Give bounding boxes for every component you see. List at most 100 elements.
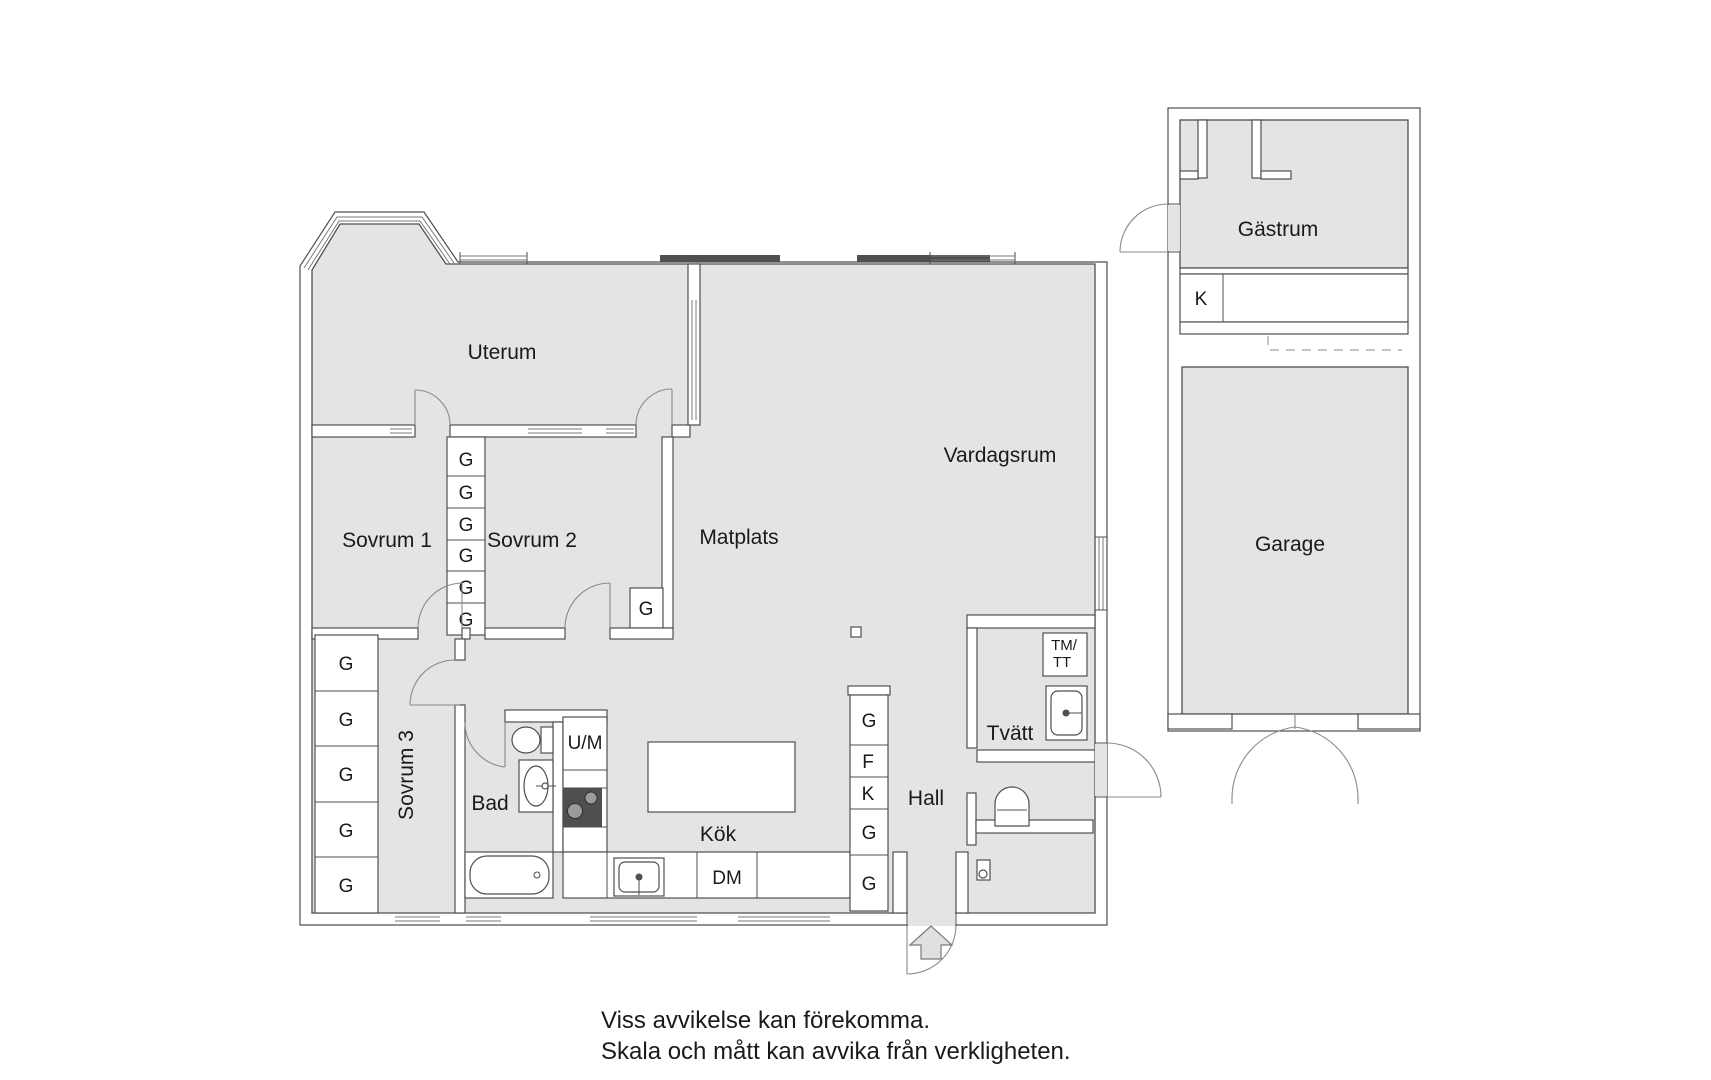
freezer-label: F [862, 752, 874, 773]
fridge-label: K [862, 784, 875, 805]
wardrobe-label: G [639, 599, 654, 620]
roof-strip-left [660, 255, 780, 262]
wardrobe-label: G [339, 821, 354, 842]
tvatt-top-wall [966, 614, 1096, 629]
garage-bottom-wall-right [1357, 713, 1421, 730]
washer-label-line1: TM/ [1051, 637, 1078, 654]
tvatt-wc-wall [976, 749, 1096, 763]
door-arc-sovrum1 [417, 582, 463, 629]
tvatt-left-wall [966, 627, 978, 749]
window-vardagsrum-east [1095, 536, 1107, 611]
room-label-sovrum2: Sovrum 2 [487, 529, 577, 552]
main-house: G G G G G G G [299, 211, 1162, 975]
window-sovrum2-top-1 [528, 428, 582, 434]
door-arc-side-entrance [1095, 742, 1162, 798]
main-house-floor [311, 223, 1096, 914]
door-arc-main-entrance [906, 924, 957, 975]
bay-window-symbol [303, 216, 455, 271]
entrance-arrow-icon [908, 925, 954, 960]
disclaimer-line1: Viss avvikelse kan förekomma. [601, 1007, 930, 1034]
room-label-tvatt: Tvätt [987, 722, 1034, 745]
toilet-icon-wc [994, 786, 1030, 827]
oven-micro-label: U/M [568, 733, 603, 754]
structural-post [850, 626, 862, 638]
room-label-hall: Hall [908, 787, 944, 810]
uterum-south-wall [311, 424, 691, 438]
room-label-kok: Kök [700, 823, 737, 846]
wardrobe-label: G [459, 578, 474, 599]
annex-building: K Gästrum Garage [1119, 107, 1421, 804]
annex-closet-strip: K [1179, 267, 1409, 323]
washer-label-line2: TT [1053, 654, 1071, 671]
door-arc-uterum-sovrum1 [414, 389, 451, 426]
room-label-bad: Bad [471, 792, 508, 815]
washer-dryer-box: TM/ TT [1042, 632, 1088, 677]
sovrum2-matplats-wall [661, 436, 674, 629]
hall-cabinet-column: G F K G G [847, 685, 891, 912]
wardrobe-label: G [339, 710, 354, 731]
bathtub-icon [464, 851, 554, 899]
window-bottom-bad [466, 916, 501, 922]
room-label-vardagsrum: Vardagsrum [944, 444, 1057, 467]
toilet-icon-bad [511, 726, 554, 754]
bad-um-wall [552, 721, 564, 853]
sink-icon-bad [518, 759, 556, 813]
wardrobe-label: G [459, 546, 474, 567]
wardrobe-label: G [459, 515, 474, 536]
window-sovrum2-top-2 [606, 428, 634, 434]
wardrobe-label: G [459, 450, 474, 471]
door-arc-uterum-matplats [635, 388, 673, 426]
wardrobe-label: G [862, 711, 877, 732]
window-top-uterum [459, 252, 528, 264]
wardrobe-label: G [339, 654, 354, 675]
window-bottom-sovrum3 [395, 916, 440, 922]
disclaimer: Viss avvikelse kan förekomma. Skala och … [601, 1007, 1071, 1065]
garage-top-wall [1179, 321, 1409, 335]
room-label-matplats: Matplats [699, 526, 778, 549]
wardrobe-label: G [862, 874, 877, 895]
wc-left-wall [966, 792, 977, 846]
sovrum2-south-wall [484, 627, 674, 640]
window-sovrum1-top [390, 428, 412, 434]
roof-strip-right [857, 255, 990, 262]
wc-room [966, 786, 1094, 881]
stove-icon [563, 788, 602, 827]
kitchen-island [647, 741, 796, 813]
gastrum-wall-stubs [1179, 119, 1292, 180]
entrance [892, 851, 969, 975]
wardrobe-column-west: G G G G G [314, 634, 379, 914]
wardrobe-label: G [339, 765, 354, 786]
room-label-gastrum: Gästrum [1238, 218, 1319, 241]
garage-door-arcs [1231, 714, 1359, 804]
room-label-sovrum1: Sovrum 1 [342, 529, 432, 552]
window-bottom-kok-2 [738, 916, 830, 922]
room-label-sovrum3: Sovrum 3 [395, 730, 418, 820]
room-label-uterum: Uterum [468, 341, 537, 364]
sink-icon-tvatt [1045, 685, 1088, 741]
um-column: U/M [562, 716, 608, 853]
garage-dashed-marking [1267, 336, 1402, 351]
door-arc-gastrum [1119, 203, 1180, 253]
disclaimer-line2: Skala och mått kan avvika från verklighe… [601, 1038, 1071, 1065]
wardrobe-column-sovrum1-2: G G G G G G [446, 436, 486, 636]
wardrobe-sovrum2: G [629, 587, 664, 629]
door-arc-bad [464, 721, 506, 768]
dishwasher-label: DM [712, 868, 742, 889]
garage-bottom-wall-left [1167, 713, 1233, 730]
door-arc-sovrum2 [564, 582, 611, 629]
annex-closet-label: K [1195, 289, 1208, 310]
sink-icon-wc [976, 859, 991, 881]
door-arc-sovrum3 [409, 659, 460, 706]
room-label-garage: Garage [1255, 533, 1325, 556]
wardrobe-label: G [862, 823, 877, 844]
gastrum-floor [1179, 119, 1409, 269]
wardrobe-label: G [459, 483, 474, 504]
window-top-vardagsrum [929, 252, 1016, 264]
garage-floor [1181, 366, 1409, 715]
window-bottom-kok-1 [590, 916, 697, 922]
uterum-vardagsrum-wall [687, 263, 701, 426]
wardrobe-label: G [339, 876, 354, 897]
wc-counter [975, 819, 1094, 834]
